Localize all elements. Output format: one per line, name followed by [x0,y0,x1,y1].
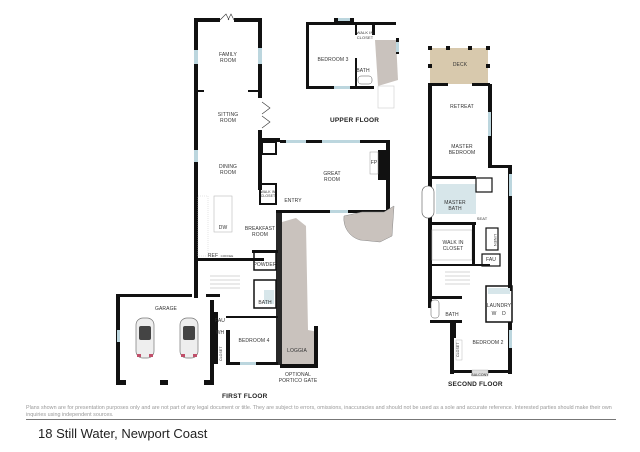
label-water-heater: WH [215,330,225,336]
loggia-floor [282,218,318,366]
room-laundry: LAUNDRY [486,303,512,309]
label-ref: REF [207,253,219,259]
disclaimer-text: Plans shown are for presentation purpose… [26,405,612,418]
floor-label-upper: UPPER FLOOR [330,117,380,124]
label-dishwasher: DW [218,225,228,231]
room-loggia: LOGGIA [287,348,307,354]
room-bedroom-2: BEDROOM 2 [472,340,504,346]
room-family: FAMILY ROOM [218,52,237,64]
room-deck: DECK [452,62,468,68]
floor-label-first: FIRST FLOOR [222,393,268,400]
room-bedroom-3: BEDROOM 3 [317,57,349,63]
room-dining: DINING ROOM [218,164,238,176]
room-powder: POWDER [253,262,277,268]
label-fau-first: FAU [214,318,226,324]
label-closet-second: CLOSET [456,342,460,358]
label-seat: SEAT [476,216,488,221]
car-icon [135,317,155,359]
room-master-bedroom: MASTER BEDROOM [448,144,476,156]
room-retreat: RETREAT [450,104,474,110]
property-address: 18 Still Water, Newport Coast [38,426,208,441]
label-walk-in-closet-upper: WALK IN CLOSET [356,30,374,40]
car-icon [179,317,199,359]
label-dryer: D [502,311,506,317]
label-fireplace: FP [370,160,378,166]
room-master-bath: MASTER BATH [444,200,466,212]
divider [26,419,616,420]
label-balcony: BALCONY [471,373,489,377]
floor-label-second: SECOND FLOOR [448,381,503,388]
label-entry: ENTRY [284,198,302,204]
room-bedroom-4: BEDROOM 4 [238,338,270,344]
label-walk-in-closet: WALK IN CLOSET [260,190,276,198]
label-coffee: COFFEE [220,254,234,258]
room-walk-in-closet-second: WALK IN CLOSET [442,240,464,252]
label-closet-first: CLOSET [219,346,223,362]
label-washer: W [491,311,497,317]
room-bath-second: BATH [445,312,459,318]
room-sitting: SITTING ROOM [217,112,239,124]
label-fau-second: FAU [485,257,497,263]
label-portico-gate: OPTIONAL PORTICO GATE [278,372,318,384]
room-breakfast: BREAKFAST ROOM [244,226,276,238]
label-linen: LINEN [493,233,498,247]
room-garage: GARAGE [155,306,177,312]
room-bath-upper: BATH [356,68,370,74]
room-bath-first: BATH [258,300,272,306]
room-great: GREAT ROOM [323,171,341,183]
